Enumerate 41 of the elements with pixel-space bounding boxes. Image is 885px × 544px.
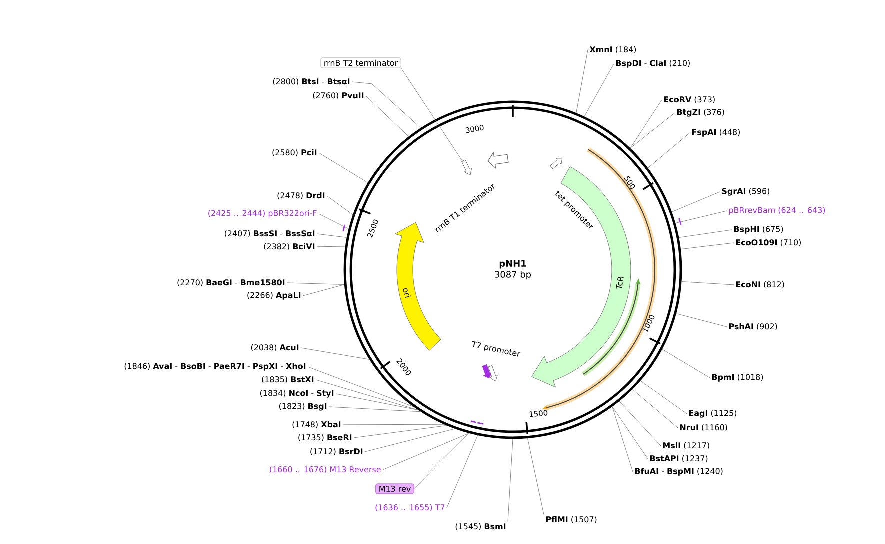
leader-line: [446, 435, 478, 508]
leader-line: [316, 380, 419, 410]
leader-line: [316, 234, 348, 238]
leader-line: [366, 96, 410, 137]
leader-line: [286, 282, 345, 285]
terminator-symbol: [462, 160, 472, 176]
leader-line: [401, 68, 464, 162]
leader-line: [680, 242, 734, 250]
leader-line: [584, 64, 614, 117]
leader-line: [364, 428, 456, 452]
leader-line: [612, 406, 634, 472]
leader-line: [308, 366, 414, 408]
leader-line: [632, 389, 678, 428]
leader-line: [640, 380, 688, 414]
leader-line: [672, 192, 720, 212]
leader-line: [328, 406, 422, 412]
leader-line: [630, 112, 676, 149]
leader-line: [678, 230, 732, 238]
leader-line: [675, 210, 728, 224]
leader-line: [352, 82, 422, 128]
leader-line: [300, 348, 370, 360]
leader-line: [630, 100, 662, 149]
leader-line: [619, 401, 662, 446]
leader-line: [612, 406, 648, 460]
leader-line: [354, 426, 448, 438]
leader-line: [508, 438, 514, 522]
leader-line: [326, 196, 354, 216]
leader-line: [336, 394, 419, 410]
leader-line: [676, 314, 728, 328]
leader-line: [302, 284, 345, 296]
leader-line: [662, 349, 710, 378]
leader-line: [682, 282, 734, 286]
leader-line: [342, 424, 444, 426]
leader-line: [648, 132, 690, 168]
leader-line: [318, 214, 350, 230]
leader-line: [318, 152, 368, 184]
leader-line: [382, 433, 470, 470]
leader-line: [576, 50, 588, 114]
leader-line: [414, 433, 470, 490]
leader-line: [528, 438, 544, 515]
leader-line: [316, 246, 346, 248]
